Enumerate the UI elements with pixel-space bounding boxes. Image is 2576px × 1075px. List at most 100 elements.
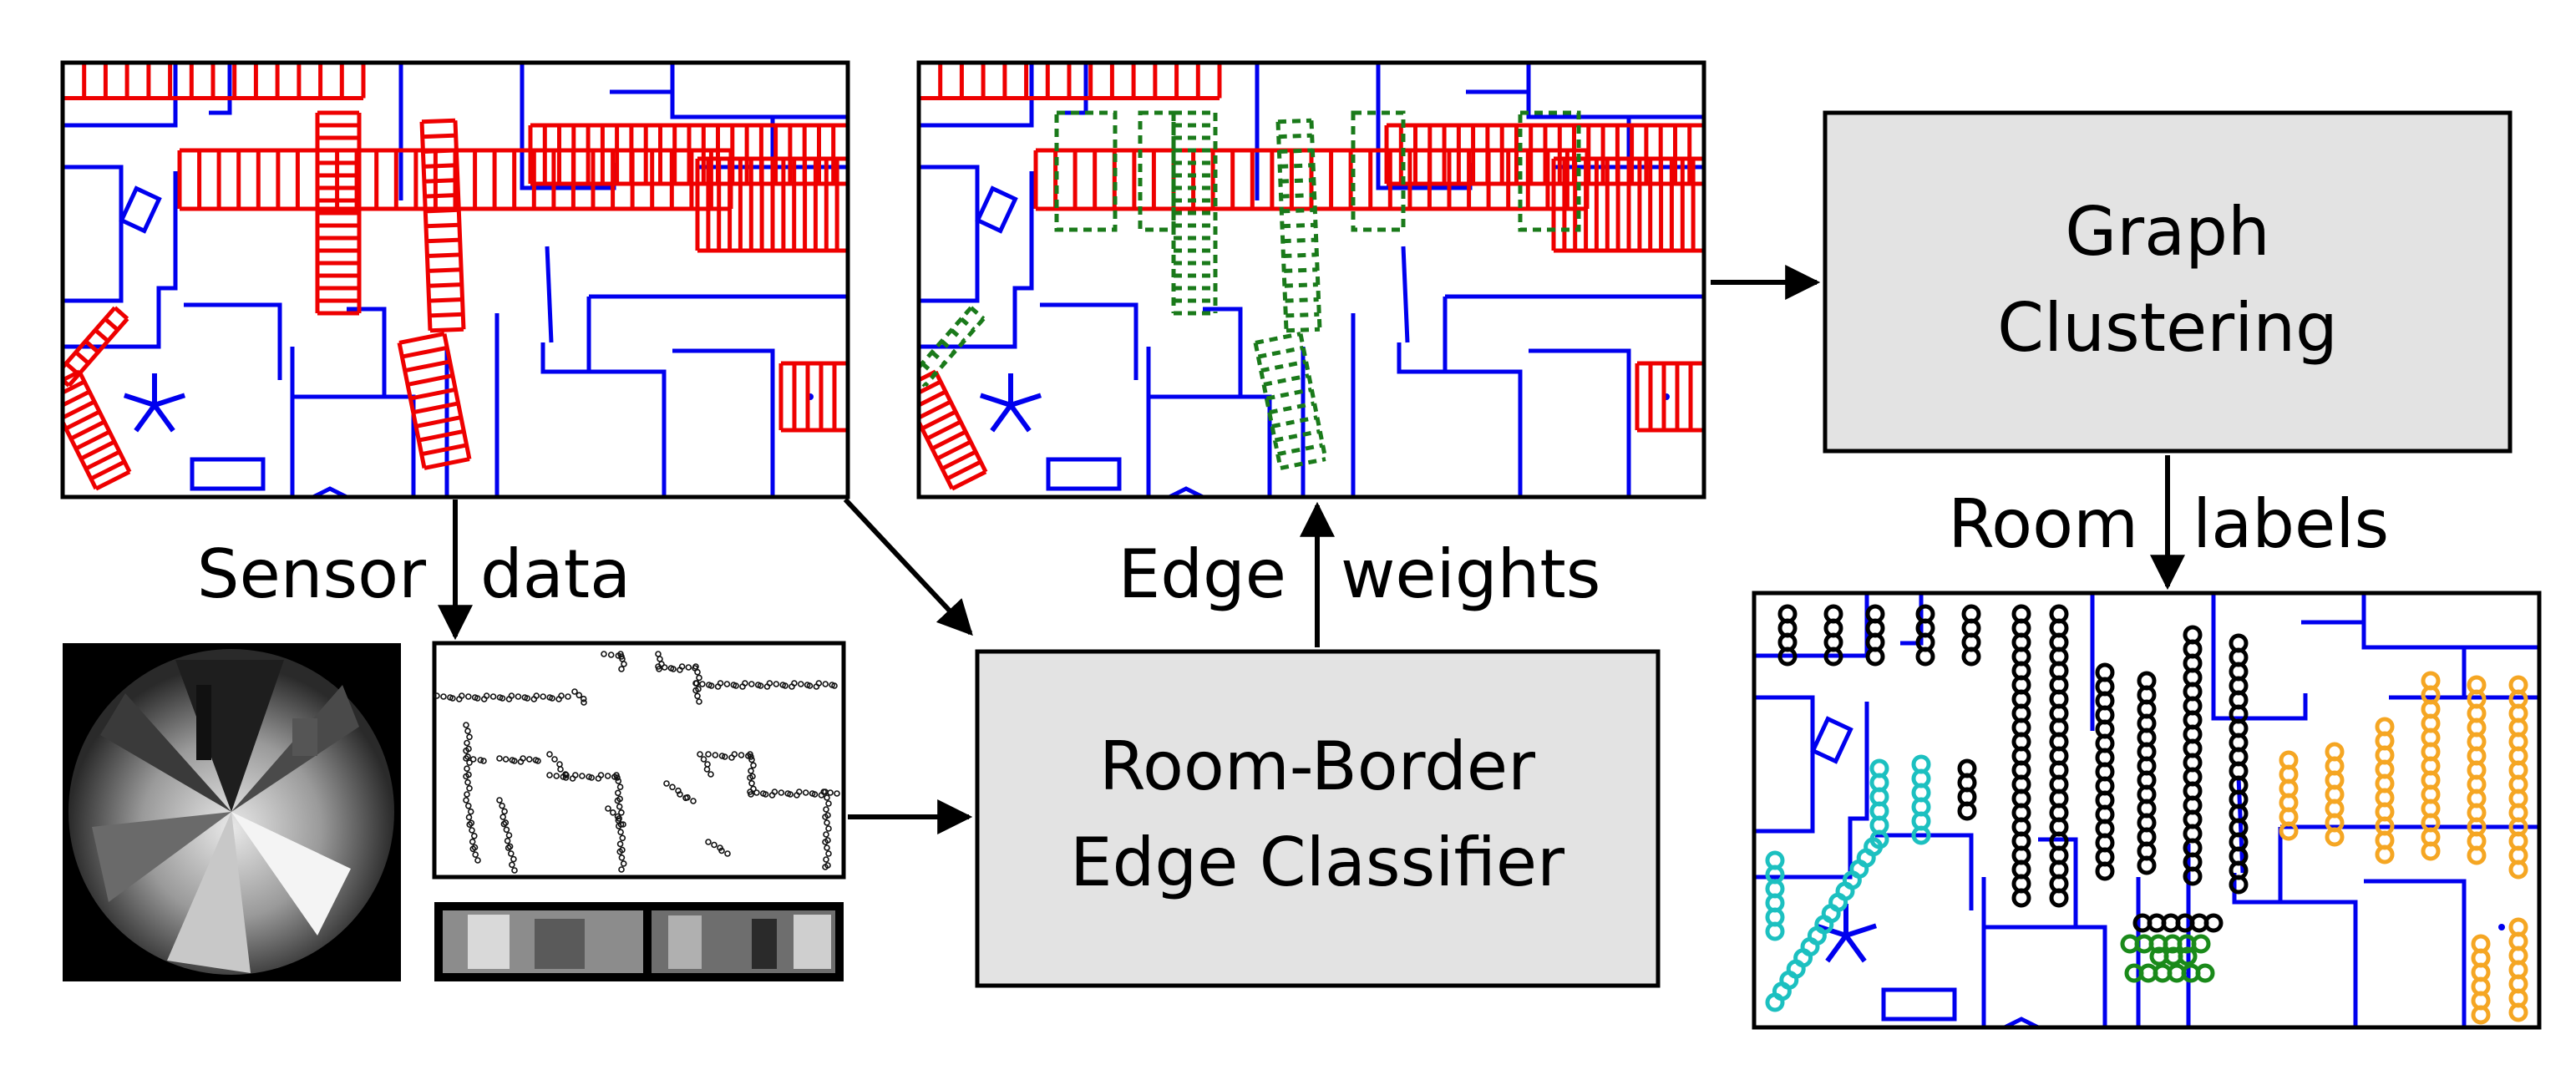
scan-point <box>773 681 780 687</box>
map-to-classifier-arrow <box>843 497 973 636</box>
plant-icon <box>979 373 1042 433</box>
weighted-graph-panel <box>916 60 1706 499</box>
scan-point <box>515 693 522 700</box>
scan-point <box>463 797 469 804</box>
laser-scan-image <box>432 641 846 880</box>
room-node <box>2508 1002 2528 1022</box>
scan-point <box>616 783 624 791</box>
room-border-edge <box>1138 110 1176 232</box>
scan-point <box>496 755 503 762</box>
scan-point <box>747 789 753 795</box>
wall-segment <box>919 63 1034 128</box>
scan-point <box>797 681 804 687</box>
scan-point <box>824 819 830 826</box>
edge-classifier-box: Room-Border Edge Classifier <box>975 649 1661 988</box>
scan-point <box>464 791 470 798</box>
graph-edge-bundle <box>528 123 848 186</box>
scan-point <box>705 839 712 845</box>
scan-point <box>692 687 699 694</box>
fisheye-image <box>63 643 401 981</box>
scan-point <box>742 680 748 687</box>
scan-point <box>469 845 477 853</box>
scan-point <box>618 866 625 873</box>
scan-point <box>524 695 531 702</box>
room-border-edge <box>1054 110 1118 232</box>
scan-point <box>579 773 586 779</box>
furniture-square <box>1810 716 1853 764</box>
scan-point <box>551 756 558 763</box>
room-node <box>2203 913 2224 933</box>
scan-point <box>669 783 676 791</box>
scan-point <box>618 854 626 861</box>
room-border-edge <box>1351 110 1406 232</box>
scan-point <box>620 821 626 828</box>
scan-point <box>464 728 471 735</box>
room-border-edge <box>1275 118 1322 333</box>
room-node <box>1961 647 1981 667</box>
scan-point <box>507 850 515 857</box>
scan-point <box>824 844 830 851</box>
wall-segment <box>63 165 124 303</box>
scan-point <box>511 867 518 874</box>
scan-point <box>469 827 475 834</box>
wall-segment <box>1203 307 1243 397</box>
room-node <box>1777 647 1798 667</box>
graph-edge-bundle <box>63 63 366 100</box>
scan-point <box>466 759 473 766</box>
scan-point <box>655 663 662 670</box>
scan-point <box>614 813 621 820</box>
scan-point <box>557 766 564 773</box>
scan-point <box>718 753 726 759</box>
scan-point <box>502 756 510 763</box>
scan-point <box>617 829 624 836</box>
scan-point <box>499 814 507 820</box>
room-labels-panel <box>1752 591 2542 1030</box>
scan-point <box>731 751 738 758</box>
scan-point <box>670 666 677 672</box>
scan-point <box>718 847 725 854</box>
scan-point <box>750 762 757 769</box>
scan-point <box>733 682 739 689</box>
wall-segment <box>2003 1017 2040 1030</box>
graph-edge-bundle <box>778 361 848 433</box>
scan-point <box>535 758 541 764</box>
room-node <box>1957 801 1977 821</box>
scan-point <box>748 768 754 774</box>
scan-point <box>663 780 670 787</box>
scan-point <box>618 809 625 816</box>
furniture-rect <box>1046 457 1122 491</box>
arrows <box>438 265 2185 834</box>
scan-point <box>508 692 515 699</box>
room-node <box>2137 855 2157 875</box>
graph-edges <box>63 63 848 491</box>
clustering-label-line1: Graph <box>2065 193 2269 271</box>
scan-point <box>499 802 505 809</box>
scan-point <box>834 790 840 797</box>
scan-point <box>748 681 755 687</box>
furniture-rect <box>1881 987 1957 1022</box>
scan-point <box>822 864 829 870</box>
wall-segment <box>919 171 1034 349</box>
scan-point <box>721 753 728 760</box>
classifier-label-line1: Room-Border <box>1099 728 1535 805</box>
scan-point <box>697 751 703 758</box>
scan-point <box>581 699 587 706</box>
furniture-rect <box>190 457 266 491</box>
wall-segment <box>1984 925 2107 1027</box>
wall-segment <box>2232 873 2358 1027</box>
room-border-edge <box>1253 332 1328 470</box>
scan-point <box>469 838 476 845</box>
wall-segment <box>1526 63 1704 119</box>
scan-point <box>620 860 627 867</box>
scan-point <box>692 680 699 687</box>
plant-icon <box>123 373 186 433</box>
room-node <box>1865 647 1885 667</box>
scan-point <box>466 821 474 829</box>
scan-point <box>824 794 830 801</box>
scan-point <box>474 857 481 864</box>
wall-segment <box>312 486 348 497</box>
wall-segment <box>184 302 282 380</box>
scan-point <box>563 772 570 778</box>
sensor-label: Sensor <box>197 535 426 613</box>
scan-point <box>696 698 702 705</box>
